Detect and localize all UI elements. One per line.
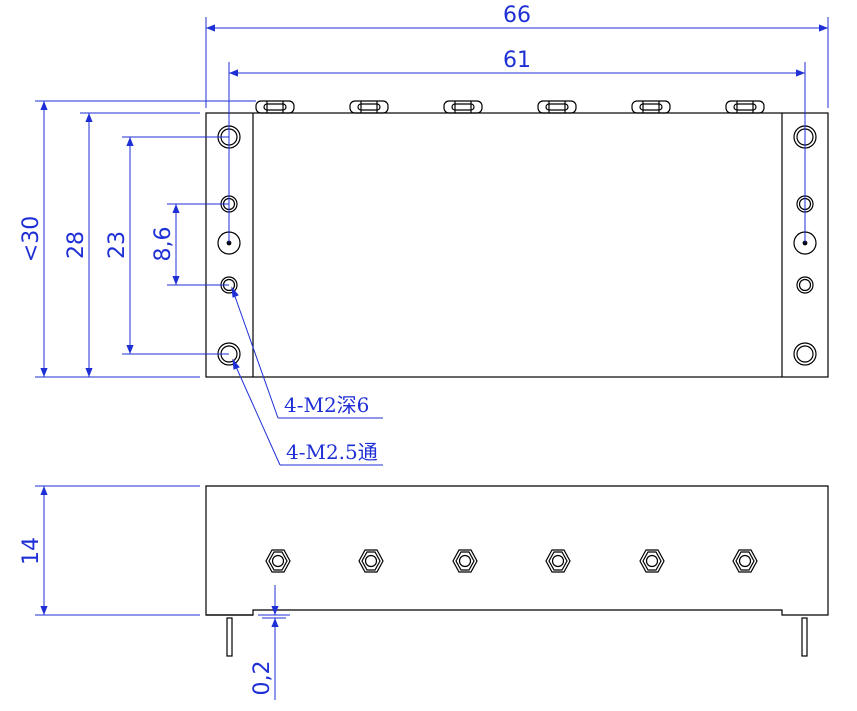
top-nut: [537, 100, 577, 114]
hex-connector: [639, 549, 665, 573]
top-connector-nuts: [255, 100, 765, 114]
hole-m25-through: [793, 342, 817, 366]
note-m25-through-holes: 4-M2.5通: [286, 440, 378, 464]
dim-8-6-label: 8,6: [151, 227, 176, 262]
dim-28-label: 28: [64, 231, 89, 259]
hole-m2-blind: [796, 276, 814, 294]
top-view: [205, 100, 829, 378]
dim-0-2-label: 0,2: [250, 661, 275, 696]
dim-30-label: <30: [19, 216, 44, 262]
top-view-body-outline: [205, 112, 829, 378]
top-nut: [725, 100, 765, 114]
hex-connector: [545, 549, 571, 573]
dim-66-label: 66: [503, 3, 531, 28]
hex-connector: [265, 549, 291, 573]
leader-m2: [231, 287, 279, 419]
note-m2-blind-holes: 4-M2深6: [284, 393, 369, 417]
hex-connector: [732, 549, 758, 573]
leader-m25: [232, 359, 281, 466]
side-view-body-outline: [205, 485, 829, 616]
top-nut: [349, 100, 389, 114]
dim-61-label: 61: [503, 48, 531, 73]
hex-connector: [358, 549, 384, 573]
dimension-lines: [35, 17, 829, 700]
hex-connector: [452, 549, 478, 573]
dim-14-label: 14: [19, 537, 44, 565]
top-nut: [255, 100, 295, 114]
top-nut: [631, 100, 671, 114]
dim-23-label: 23: [105, 231, 130, 259]
side-view: [205, 485, 829, 657]
right-pin: [801, 617, 808, 657]
top-nut: [443, 100, 483, 114]
left-pin: [226, 617, 233, 657]
